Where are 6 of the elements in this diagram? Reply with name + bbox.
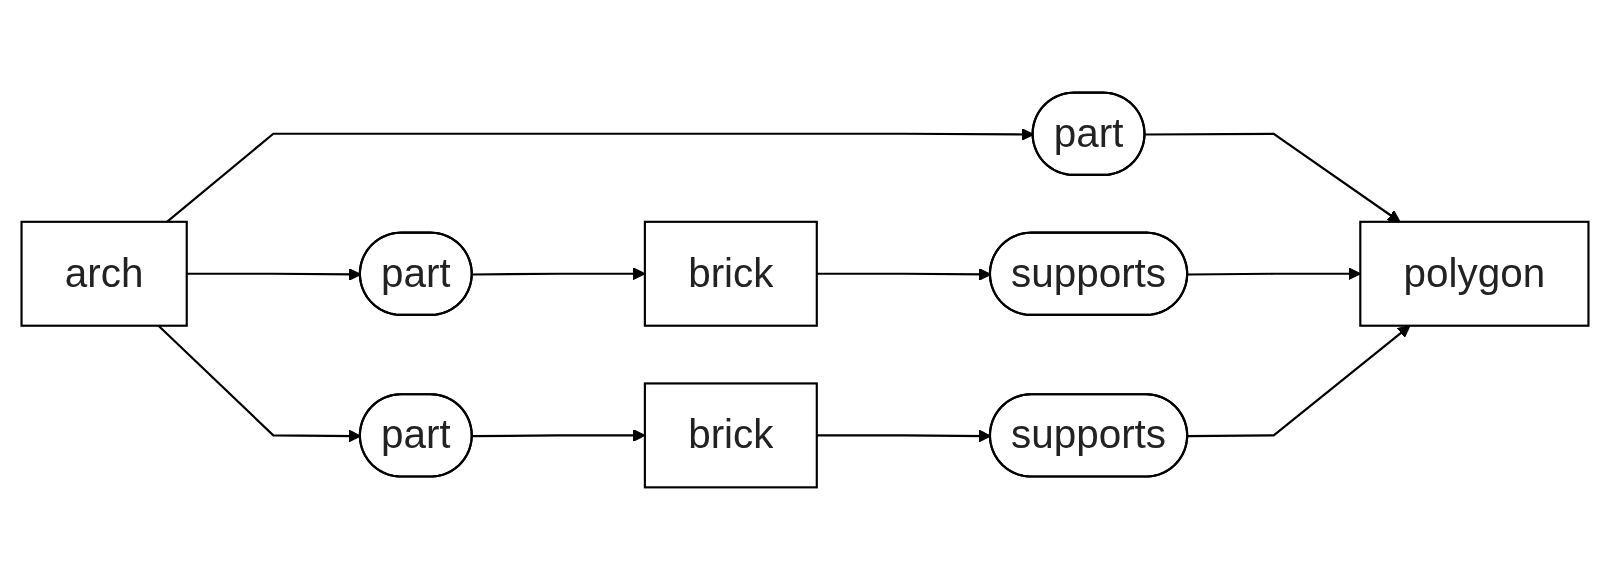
node-box: brick	[643, 220, 818, 327]
node-box: brick	[643, 381, 818, 488]
node-box: arch	[20, 220, 188, 327]
node-box: polygon	[1359, 220, 1590, 327]
arrow	[1187, 266, 1361, 280]
arrow	[1145, 132, 1401, 222]
